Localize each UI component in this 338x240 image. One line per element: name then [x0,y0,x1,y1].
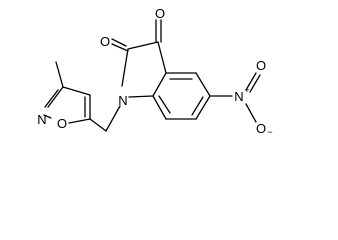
bond [245,72,257,91]
bond [89,118,107,132]
bond [195,72,211,97]
amide-oxygen-label: O [100,34,110,49]
carbonyl-groups [111,19,162,52]
chemical-structure: N O O N O N + O O − [37,6,272,137]
nitro-nitrogen-label: N [234,89,243,104]
isoxazole-ring [43,86,91,124]
bond [47,86,64,108]
bond [191,96,204,116]
bond [127,41,159,50]
bond [157,41,167,74]
bond [43,114,52,119]
methyl-bond [55,61,64,88]
bond [62,86,91,96]
bond [152,95,167,120]
bond [121,48,129,87]
bond [105,105,121,132]
bond [152,72,167,97]
bond [111,38,127,47]
bond [111,43,129,52]
bond [128,95,154,98]
nitro-oxygen-top-label: O [256,58,266,73]
nitro-oxygen-charge: − [267,127,272,137]
methylene-linker [89,105,121,132]
benzene-ring [152,72,211,120]
indole-nitrogen-label: N [118,93,127,108]
bond [249,74,261,93]
bond [68,118,91,124]
pyrrolidine-dione-ring [121,41,167,98]
isoxazole-nitrogen-label: N [37,112,46,127]
nitro-nitrogen-charge: + [244,85,249,95]
bond [44,89,59,108]
nitro-group [209,72,261,123]
isoxazole-oxygen-label: O [57,116,67,131]
bond [195,95,211,120]
ketone-oxygen-label: O [155,6,165,21]
nitro-oxygen-bottom-label: O [256,121,266,136]
bond [245,103,257,123]
bond [158,95,171,114]
